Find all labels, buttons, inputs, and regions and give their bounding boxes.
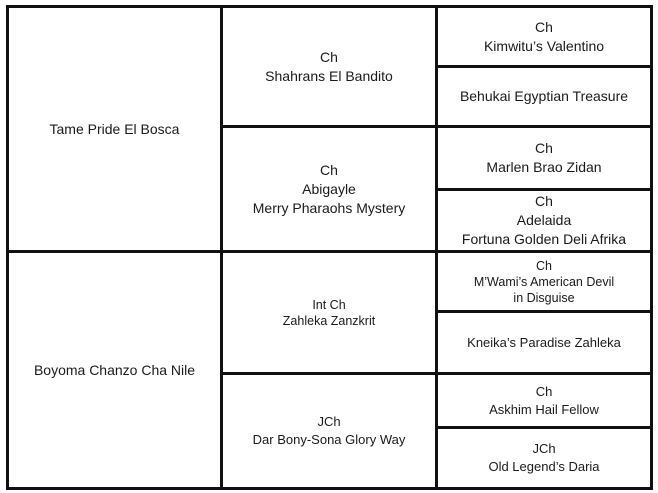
sire-sire-name: Shahrans El Bandito xyxy=(265,67,393,84)
dds-cell: Ch Askhim Hail Fellow xyxy=(435,372,653,429)
sss-name: Kimwitu’s Valentino xyxy=(483,37,605,54)
sdd-cell: Ch Adelaida Fortuna Golden Deli Afrika xyxy=(435,188,653,253)
sdd-title: Ch xyxy=(535,193,553,209)
sss-cell: Ch Kimwitu’s Valentino xyxy=(435,5,653,68)
dsd-name: Kneika’s Paradise Zahleka xyxy=(467,334,621,350)
dam-cell: Boyoma Chanzo Cha Nile xyxy=(6,250,223,490)
ssd-cell: Behukai Egyptian Treasure xyxy=(435,65,653,128)
ddd-cell: JCh Old Legend’s Daria xyxy=(435,426,653,490)
dam-dam-cell: JCh Dar Bony-Sona Glory Way xyxy=(220,372,438,490)
dss-name-continued: in Disguise xyxy=(513,290,575,305)
dam-sire-name: Zahleka Zanzkrit xyxy=(282,313,376,328)
sss-title: Ch xyxy=(535,18,553,35)
sire-dam-callname: Abigayle xyxy=(302,180,356,197)
ssd-name: Behukai Egyptian Treasure xyxy=(459,88,629,104)
sire-name: Tame Pride El Bosca xyxy=(49,120,180,137)
dam-name: Boyoma Chanzo Cha Nile xyxy=(33,361,196,378)
sire-dam-cell: Ch Abigayle Merry Pharaohs Mystery xyxy=(220,125,438,253)
sds-cell: Ch Marlen Brao Zidan xyxy=(435,125,653,191)
dsd-cell: Kneika’s Paradise Zahleka xyxy=(435,310,653,375)
ddd-name: Old Legend’s Daria xyxy=(488,459,600,474)
dam-dam-name: Dar Bony-Sona Glory Way xyxy=(252,432,406,447)
ddd-title: JCh xyxy=(532,441,556,456)
dds-name: Askhim Hail Fellow xyxy=(489,401,599,417)
dam-dam-title: JCh xyxy=(317,414,341,429)
dam-sire-cell: Int Ch Zahleka Zanzkrit xyxy=(220,250,438,375)
sire-dam-name: Merry Pharaohs Mystery xyxy=(252,199,406,216)
sire-sire-title: Ch xyxy=(320,48,338,65)
sdd-name: Fortuna Golden Deli Afrika xyxy=(461,231,627,247)
sire-cell: Tame Pride El Bosca xyxy=(6,5,223,253)
sire-dam-title: Ch xyxy=(320,161,338,178)
dss-title: Ch xyxy=(536,258,552,273)
sdd-callname: Adelaida xyxy=(516,212,572,228)
dss-cell: Ch M’Wami’s American Devil in Disguise xyxy=(435,250,653,313)
sds-name: Marlen Brao Zidan xyxy=(486,159,602,175)
dds-title: Ch xyxy=(535,383,553,399)
dam-sire-title: Int Ch xyxy=(312,297,346,312)
sire-sire-cell: Ch Shahrans El Bandito xyxy=(220,5,438,128)
dss-name: M’Wami’s American Devil xyxy=(473,274,615,289)
sds-title: Ch xyxy=(535,140,553,156)
